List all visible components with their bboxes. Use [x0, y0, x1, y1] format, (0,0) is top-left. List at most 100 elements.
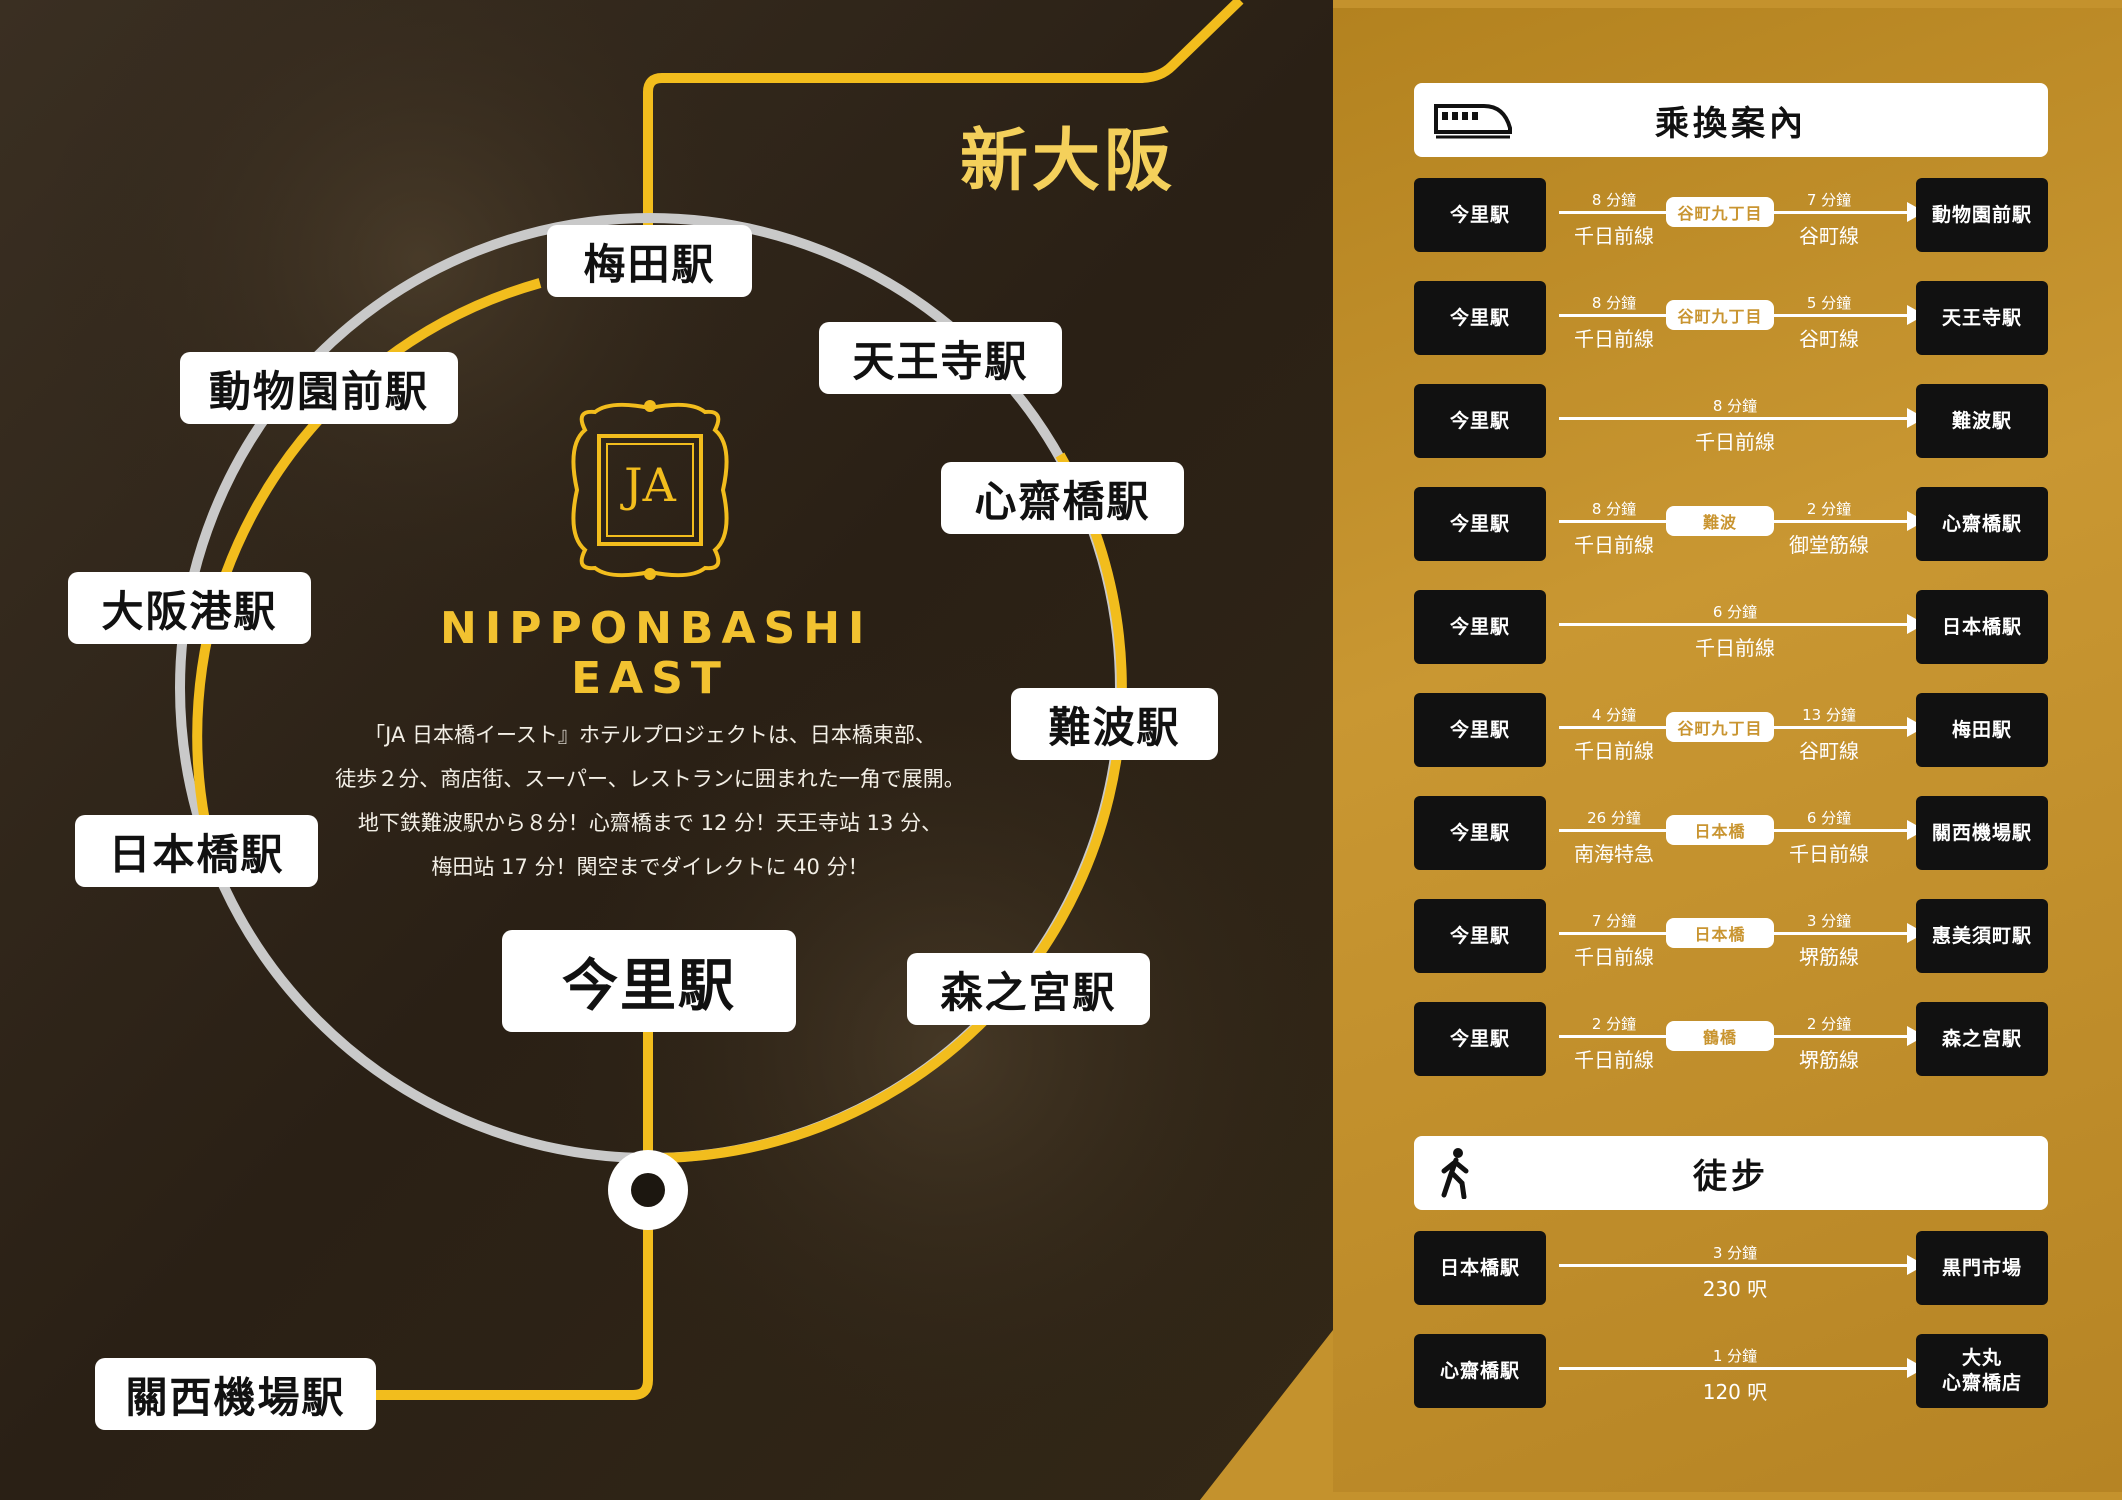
route-line-1: 千日前線 — [1695, 430, 1775, 454]
transfer-route-row: 今里駅 7 分鐘千日前線日本橋 3 分鐘堺筋線 惠美須町駅 — [1414, 899, 2048, 973]
route-arrow — [1559, 408, 1925, 428]
route-origin: 今里駅 — [1414, 899, 1546, 973]
route-line-1: 千日前線 — [1574, 533, 1654, 557]
route-transfer-station: 日本橋 — [1666, 918, 1774, 948]
route-destination: 心齋橋駅 — [1916, 487, 2048, 561]
station-umeda: 梅田駅 — [547, 225, 752, 297]
route-line-2: 堺筋線 — [1799, 945, 1859, 969]
route-time-2: 3 分鐘 — [1806, 912, 1852, 930]
transfer-title: 乘換案內 — [1655, 103, 1807, 144]
walk-route-row: 心齋橋駅 1 分鐘 120 呎 大丸心齋橋店 — [1414, 1334, 2048, 1408]
route-destination: 難波駅 — [1916, 384, 2048, 458]
route-transfer-station: 谷町九丁目 — [1666, 712, 1774, 742]
walk-origin: 日本橋駅 — [1414, 1231, 1546, 1305]
shin-osaka-line — [643, 0, 1244, 230]
route-line-1: 千日前線 — [1574, 1048, 1654, 1072]
route-time-1: 8 分鐘 — [1591, 294, 1637, 312]
description-line3: 地下鉄難波駅から８分！心齋橋まで 12 分！天王寺站 13 分、 — [357, 811, 943, 835]
route-origin: 今里駅 — [1414, 487, 1546, 561]
kansai-line — [370, 1030, 653, 1400]
route-destination: 日本橋駅 — [1916, 590, 2048, 664]
route-destination: 惠美須町駅 — [1916, 899, 2048, 973]
route-time-1: 8 分鐘 — [1591, 500, 1637, 518]
route-time-1: 8 分鐘 — [1712, 397, 1758, 415]
station-imazato: 今里駅 — [502, 930, 796, 1032]
route-time-2: 6 分鐘 — [1806, 809, 1852, 827]
route-line-2: 谷町線 — [1799, 739, 1859, 763]
route-line-1: 千日前線 — [1574, 945, 1654, 969]
route-transfer-station: 日本橋 — [1666, 815, 1774, 845]
station-morinomiya: 森之宮駅 — [907, 953, 1150, 1025]
route-arrow — [1559, 614, 1925, 634]
station-tennoji: 天王寺駅 — [819, 322, 1062, 394]
walk-arrow — [1559, 1255, 1925, 1275]
route-transfer-station: 谷町九丁目 — [1666, 300, 1774, 330]
walk-destination-line2: 心齋橋店 — [1941, 1372, 2022, 1394]
imazato-marker-hole — [631, 1173, 665, 1207]
transfer-route-row: 今里駅 8 分鐘千日前線難波 2 分鐘御堂筋線 心齋橋駅 — [1414, 487, 2048, 561]
walk-destination: 黒門市場 — [1916, 1231, 2048, 1305]
route-line-1: 千日前線 — [1574, 224, 1654, 248]
walk-route-row: 日本橋駅 3 分鐘 230 呎 黒門市場 — [1414, 1231, 2048, 1305]
route-line-1: 千日前線 — [1574, 739, 1654, 763]
description-line4: 梅田站 17 分！関空までダイレクトに 40 分！ — [431, 855, 869, 879]
route-origin: 今里駅 — [1414, 281, 1546, 355]
route-destination: 關西機場駅 — [1916, 796, 2048, 870]
transfer-header: 乘換案內 — [1414, 83, 2048, 157]
route-line-1: 千日前線 — [1695, 636, 1775, 660]
station-nipponbashi: 日本橋駅 — [75, 815, 318, 887]
route-transfer-station: 鶴橋 — [1666, 1021, 1774, 1051]
walk-origin: 心齋橋駅 — [1414, 1334, 1546, 1408]
station-namba: 難波駅 — [1011, 688, 1218, 760]
route-time-2: 2 分鐘 — [1806, 500, 1852, 518]
route-destination: 動物園前駅 — [1916, 178, 2048, 252]
shin-osaka-label: 新大阪 — [960, 122, 1177, 201]
route-transfer-station: 谷町九丁目 — [1666, 197, 1774, 227]
route-line-1: 千日前線 — [1574, 327, 1654, 351]
route-line-2: 堺筋線 — [1799, 1048, 1859, 1072]
route-time-1: 8 分鐘 — [1591, 191, 1637, 209]
route-line-2: 谷町線 — [1799, 327, 1859, 351]
route-destination: 天王寺駅 — [1916, 281, 2048, 355]
route-origin: 今里駅 — [1414, 693, 1546, 767]
walk-distance: 230 呎 — [1702, 1277, 1768, 1301]
loop-line-yellow-west — [192, 278, 542, 882]
station-osakako: 大阪港駅 — [68, 572, 311, 644]
route-time-2: 13 分鐘 — [1802, 706, 1856, 724]
walk-time: 3 分鐘 — [1712, 1244, 1758, 1262]
walk-distance: 120 呎 — [1702, 1380, 1768, 1404]
description-line2: 徒歩２分、商店街、スーパー、レストランに囲まれた一角で展開。 — [335, 767, 965, 791]
route-line-2: 御堂筋線 — [1789, 533, 1869, 557]
walk-arrow — [1559, 1358, 1925, 1378]
brand-name-line1: NIPPONBASHI — [440, 603, 873, 654]
loop-line-yellow-east — [659, 452, 1127, 1163]
walk-destination-line1: 大丸 — [1961, 1347, 2002, 1369]
route-line-2: 千日前線 — [1789, 842, 1869, 866]
description-line1: 「JA 日本橋イースト』ホテルプロジェクトは、日本橋東部、 — [364, 723, 936, 747]
ja-crest-logo — [571, 400, 729, 580]
route-time-1: 26 分鐘 — [1587, 809, 1641, 827]
route-transfer-station: 難波 — [1666, 506, 1774, 536]
route-destination: 森之宮駅 — [1916, 1002, 2048, 1076]
walking-person-icon — [1441, 1148, 1469, 1199]
walk-time: 1 分鐘 — [1712, 1347, 1758, 1365]
walk-destination-line1: 黒門市場 — [1941, 1256, 2022, 1279]
route-origin: 今里駅 — [1414, 178, 1546, 252]
train-icon — [1434, 104, 1512, 139]
route-origin: 今里駅 — [1414, 796, 1546, 870]
route-time-2: 5 分鐘 — [1806, 294, 1852, 312]
walk-header: 徒步 — [1414, 1136, 2048, 1210]
ja-logo-text: JA — [624, 458, 676, 512]
route-origin: 今里駅 — [1414, 590, 1546, 664]
route-time-1: 7 分鐘 — [1591, 912, 1637, 930]
walk-destination: 大丸心齋橋店 — [1916, 1334, 2048, 1408]
route-time-1: 2 分鐘 — [1591, 1015, 1637, 1033]
route-time-1: 4 分鐘 — [1591, 706, 1637, 724]
route-origin: 今里駅 — [1414, 1002, 1546, 1076]
